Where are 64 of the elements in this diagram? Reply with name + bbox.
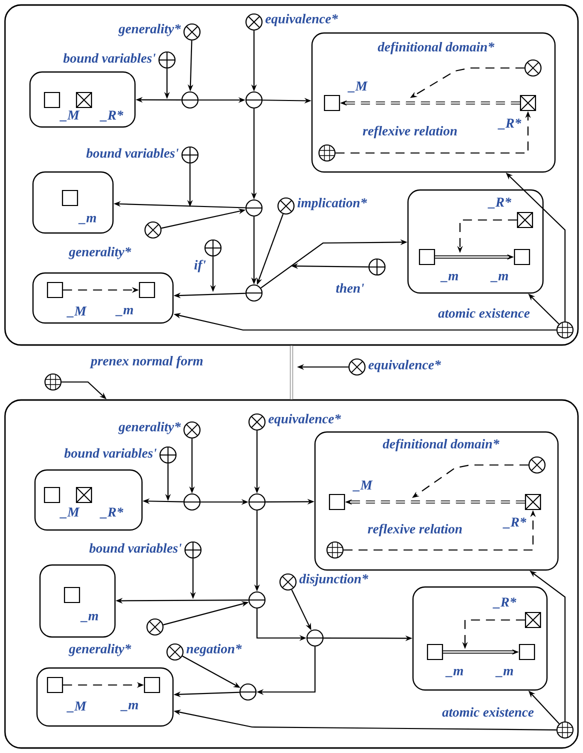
node-label: generality* xyxy=(68,246,132,260)
node-label: bound variables' xyxy=(64,448,157,458)
node-label: negation* xyxy=(186,644,242,656)
node-label: equivalence* xyxy=(368,360,441,372)
rounded-box xyxy=(29,71,136,128)
node-label: definitional domain* xyxy=(378,42,494,54)
node-label: _R* xyxy=(498,118,522,130)
minus-circle xyxy=(181,91,199,109)
node-label: bound variables' xyxy=(86,148,179,158)
node-label: generality* xyxy=(118,24,181,36)
minus-circle xyxy=(248,591,266,609)
node-label: prenex normal form xyxy=(90,356,203,368)
node-label: equivalence* xyxy=(266,14,338,26)
node-label: implication* xyxy=(298,198,368,210)
node-label: generality* xyxy=(68,644,132,656)
rounded-box xyxy=(311,32,556,173)
rounded-box xyxy=(39,564,116,638)
node-label: _m xyxy=(80,614,98,622)
node-label: then' xyxy=(336,283,364,293)
node-label: _M xyxy=(348,82,368,92)
node-label: _R* xyxy=(492,598,516,608)
node-label: _R* xyxy=(488,198,512,208)
minus-circle xyxy=(245,284,263,302)
node-label: disjunction* xyxy=(299,574,368,586)
rounded-box xyxy=(407,189,544,294)
rounded-box xyxy=(314,431,559,571)
rounded-box xyxy=(4,4,579,346)
node-label: _m xyxy=(440,274,458,282)
node-label: _m xyxy=(78,216,96,224)
node-label: _M xyxy=(60,110,80,122)
node-label: atomic existence xyxy=(442,707,534,717)
rounded-box xyxy=(34,469,143,531)
node-label: _m xyxy=(495,668,513,678)
node-label: atomic existence xyxy=(438,308,530,318)
node-label: _M xyxy=(352,480,373,492)
minus-circle xyxy=(306,629,324,647)
minus-circle xyxy=(248,493,266,511)
node-label: _R* xyxy=(100,508,124,518)
minus-circle xyxy=(245,91,263,109)
minus-circle xyxy=(183,493,201,511)
node-label: reflexive relation xyxy=(368,524,462,536)
node-label: _m xyxy=(445,668,463,678)
minus-circle xyxy=(245,199,263,217)
node-label: if' xyxy=(194,260,206,272)
node-label: reflexive relation xyxy=(362,126,457,138)
node-label: definitional domain* xyxy=(382,438,500,452)
rounded-box xyxy=(32,171,114,234)
node-label: equivalence* xyxy=(268,414,341,426)
rounded-box xyxy=(36,667,174,727)
node-label: bound variables' xyxy=(89,543,182,553)
node-label: _M xyxy=(66,306,87,318)
node-label: _m xyxy=(490,274,508,282)
node-label: _M xyxy=(60,508,80,518)
minus-circle xyxy=(239,683,257,701)
rounded-box xyxy=(412,586,548,691)
node-label: _R* xyxy=(502,518,526,528)
node-label: _m xyxy=(115,308,133,316)
rounded-box xyxy=(4,399,579,749)
node-label: _R* xyxy=(100,110,124,122)
rounded-box xyxy=(32,272,174,324)
node-label: generality* xyxy=(118,422,181,434)
node-label: _m xyxy=(120,702,138,712)
node-label: _M xyxy=(66,702,87,712)
node-label: bound variables' xyxy=(63,53,156,63)
